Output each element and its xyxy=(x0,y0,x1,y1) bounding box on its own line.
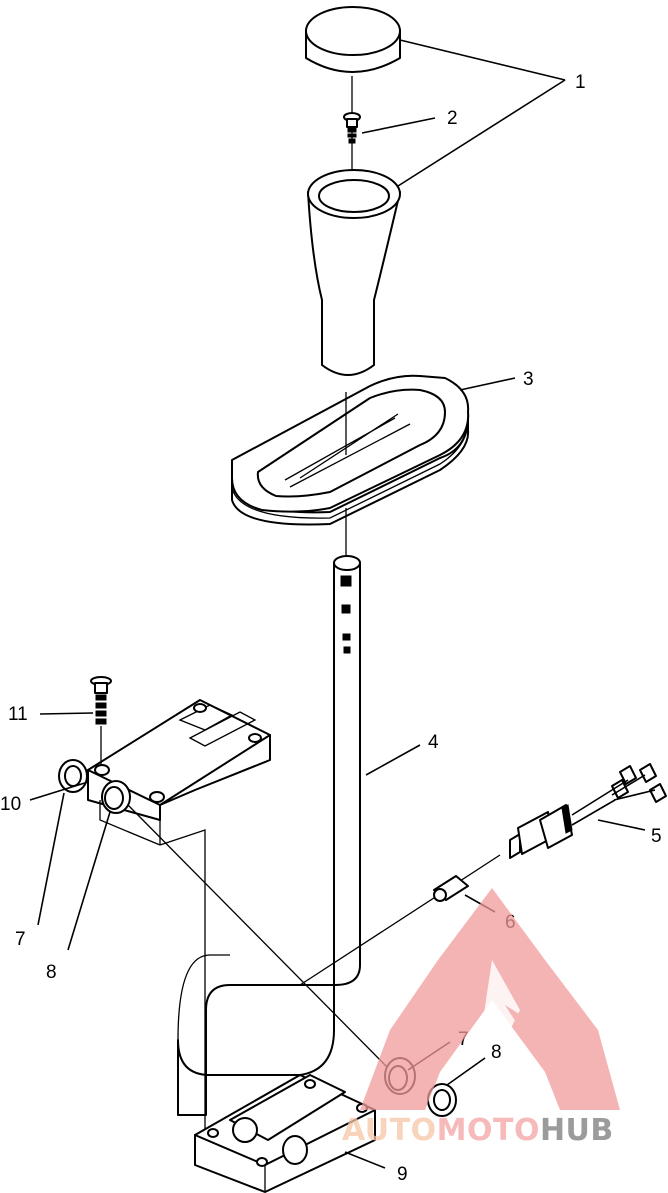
svg-text:AUTOMOTOHUB: AUTOMOTOHUB xyxy=(342,1113,614,1148)
automotohub-watermark: AUTOMOTOHUB xyxy=(342,888,620,1148)
shift-rod xyxy=(177,508,361,1116)
callout-2: 2 xyxy=(447,108,458,129)
shift-pin xyxy=(433,875,469,902)
callout-numbers: 1 2 3 4 5 6 7 8 7 8 9 10 11 xyxy=(0,72,662,1185)
shift-handle-grip xyxy=(307,169,401,376)
washer-right xyxy=(427,1083,457,1117)
callout-8-right: 8 xyxy=(491,1042,502,1063)
watermark-text-moto: MOTO xyxy=(437,1113,540,1148)
neutral-switch-harness xyxy=(299,763,667,986)
callout-5: 5 xyxy=(651,826,662,847)
knob-cap xyxy=(305,6,401,73)
callout-8-left: 8 xyxy=(46,962,57,983)
callout-4: 4 xyxy=(428,732,439,753)
callout-1: 1 xyxy=(575,72,586,93)
callout-11: 11 xyxy=(8,704,28,725)
bushing-left xyxy=(101,780,391,1071)
watermark-text-auto: AUTO xyxy=(342,1113,437,1148)
shift-boot-bezel xyxy=(231,374,470,526)
shifter-base-block xyxy=(194,1074,376,1193)
mounting-bracket xyxy=(87,699,271,1165)
bracket-bolt xyxy=(90,676,112,765)
leader-lines xyxy=(29,39,646,1169)
callout-7-left: 7 xyxy=(15,929,26,950)
callout-9: 9 xyxy=(397,1164,408,1185)
callout-3: 3 xyxy=(523,369,534,390)
watermark-text-hub: HUB xyxy=(540,1113,614,1148)
callout-10: 10 xyxy=(0,794,21,815)
